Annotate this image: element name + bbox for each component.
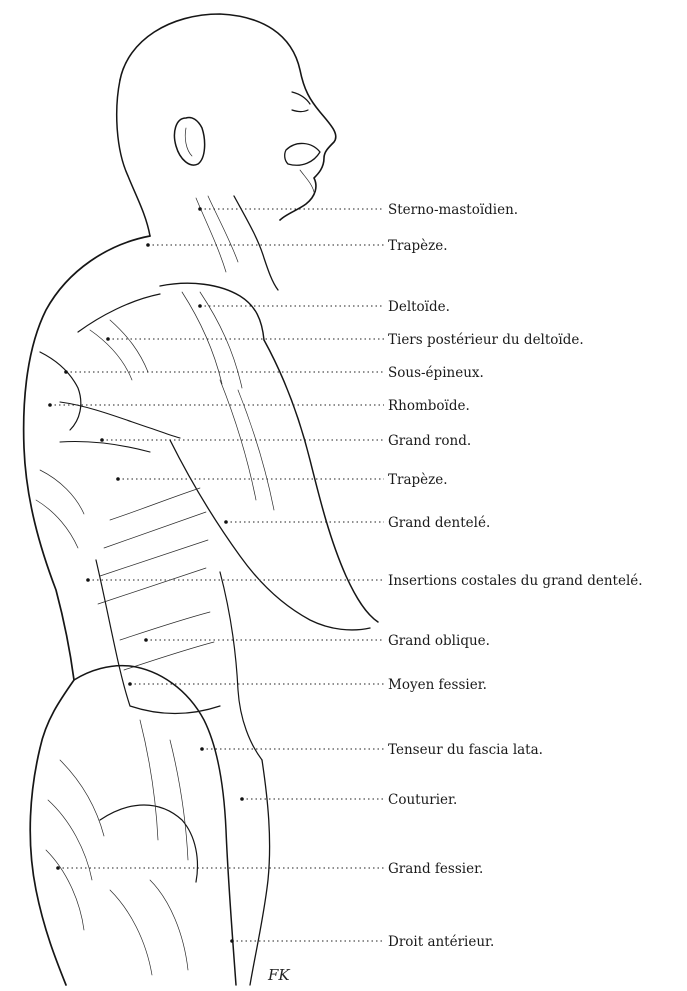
label-grand-dentele: Grand dentelé. [388,515,490,531]
label-sterno-mastoidien: Sterno-mastoïdien. [388,202,518,218]
leader-dot [56,866,60,870]
artist-signature: FK [267,966,290,984]
leader-dot [48,403,52,407]
muscle-figure-drawing [24,14,378,985]
leader-lines [48,207,384,943]
label-deltoide: Deltoïde. [388,299,450,315]
leader-dot [128,682,132,686]
leader-dot [144,638,148,642]
muscle-labels: Sterno-mastoïdien. Trapèze. Deltoïde. Ti… [388,202,643,950]
label-sous-epineux: Sous-épineux. [388,365,484,381]
label-moyen-fessier: Moyen fessier. [388,677,487,693]
leader-dot [106,337,110,341]
label-insertions-costales: Insertions costales du grand dentelé. [388,573,643,589]
leader-dot [86,578,90,582]
label-grand-fessier: Grand fessier. [388,861,483,877]
leader-dot [230,939,234,943]
label-trapeze-lower: Trapèze. [388,472,448,488]
label-tenseur-fascia-lata: Tenseur du fascia lata. [388,742,543,758]
label-trapeze-upper: Trapèze. [388,238,448,254]
label-droit-anterieur: Droit antérieur. [388,934,494,950]
leader-dot [240,797,244,801]
leader-dot [224,520,228,524]
leader-dot [64,370,68,374]
label-grand-oblique: Grand oblique. [388,633,490,649]
leader-dot [198,207,202,211]
leader-dot [200,747,204,751]
label-couturier: Couturier. [388,792,457,808]
leader-dot [100,438,104,442]
leader-dot [198,304,202,308]
leader-dot [146,243,150,247]
label-rhomboide: Rhomboïde. [388,398,470,414]
label-tiers-posterieur-deltoide: Tiers postérieur du deltoïde. [388,332,584,348]
label-grand-rond: Grand rond. [388,433,471,449]
leader-dot [116,477,120,481]
